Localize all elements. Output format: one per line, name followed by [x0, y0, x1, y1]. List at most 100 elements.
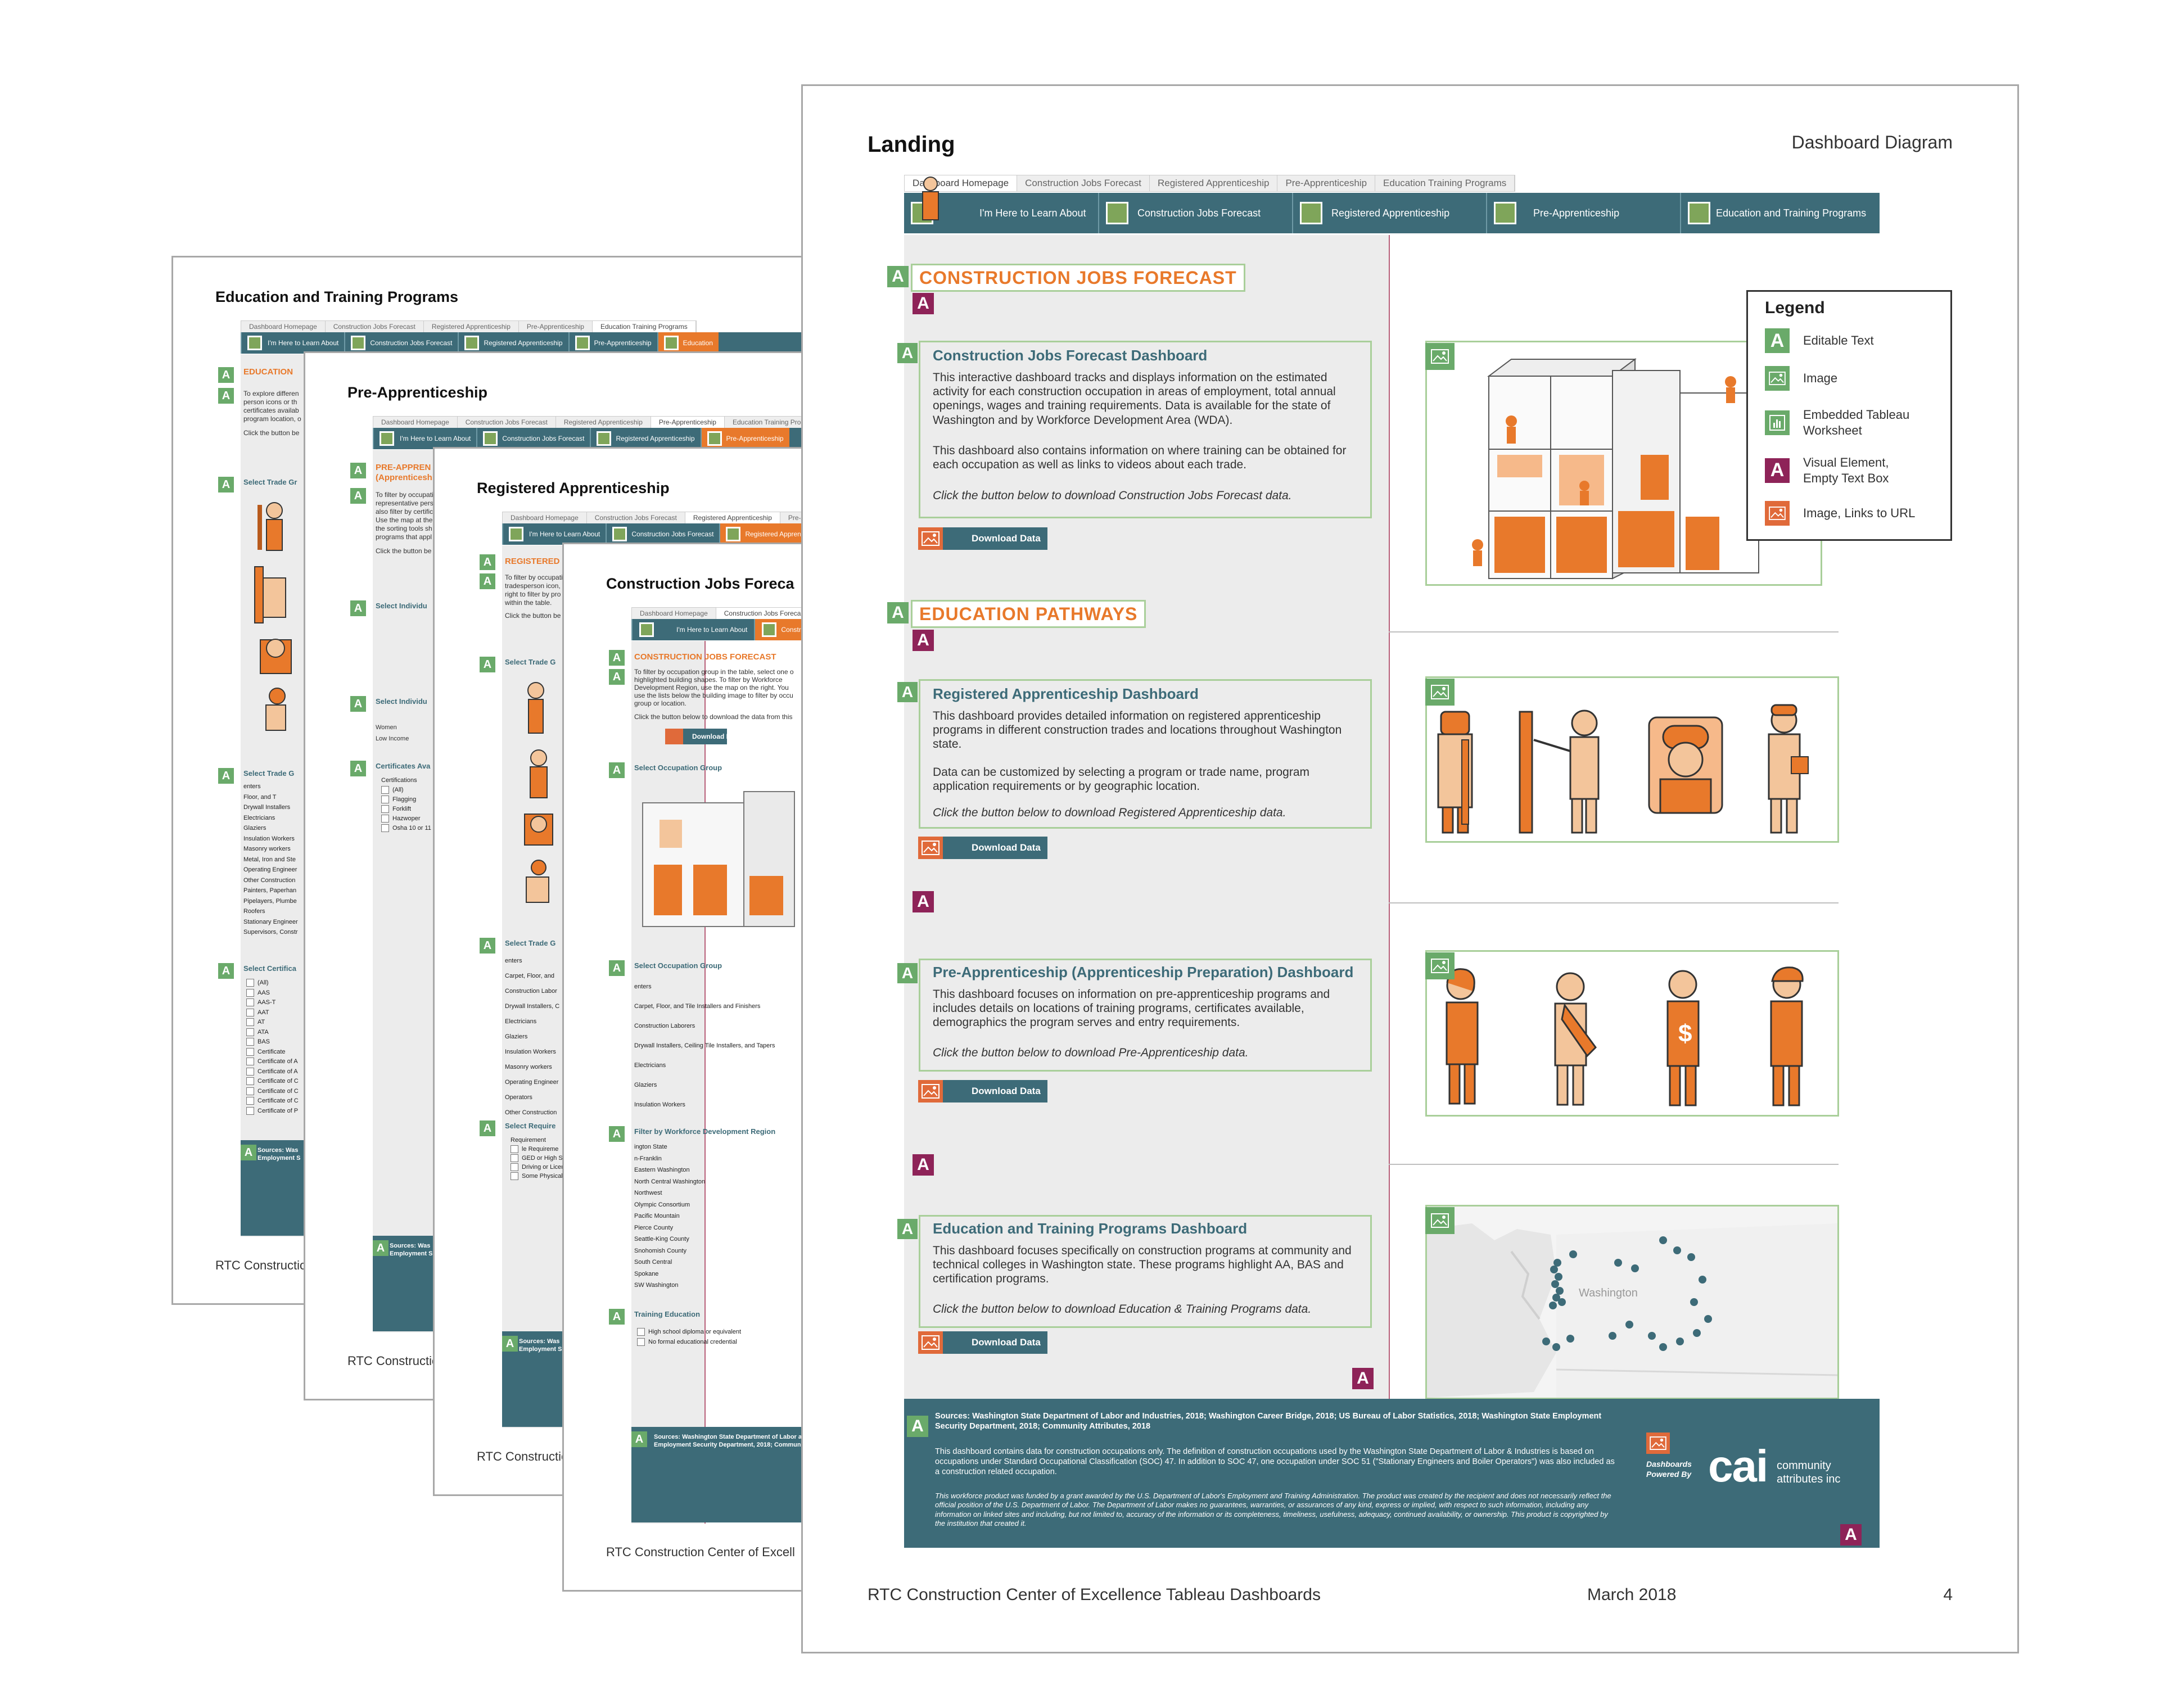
tab-construction-jobs-forecast[interactable]: Construction Jobs Forecast: [587, 512, 685, 523]
list-item[interactable]: Operating Engineer: [505, 1079, 559, 1086]
checkbox-item[interactable]: BAS: [246, 1037, 299, 1047]
nav-education-training[interactable]: Education and Training Programs: [1680, 193, 1880, 233]
list-item[interactable]: Operators: [505, 1094, 532, 1101]
checkbox-item[interactable]: AAT: [246, 1008, 299, 1018]
list-item[interactable]: Insulation Workers: [634, 1101, 685, 1108]
checkbox-item[interactable]: Certificate of C: [246, 1077, 299, 1087]
list-item[interactable]: Snohomish County: [634, 1247, 686, 1254]
list-item[interactable]: enters: [634, 983, 652, 990]
list-item[interactable]: Drywall Installers, C: [505, 1003, 560, 1010]
checkbox-item[interactable]: Certificate of A: [246, 1067, 299, 1077]
list-item[interactable]: North Central Washington: [634, 1178, 706, 1185]
list-item[interactable]: Roofers: [243, 908, 265, 915]
tab-registered-apprenticeship[interactable]: Registered Apprenticeship: [685, 512, 780, 523]
list-item[interactable]: South Central: [634, 1259, 672, 1266]
checkbox-item[interactable]: Certificate of C: [246, 1096, 299, 1106]
checkbox-item[interactable]: (All): [246, 978, 299, 988]
list-item[interactable]: Glaziers: [505, 1033, 528, 1040]
list-item[interactable]: Insulation Workers: [243, 835, 295, 842]
nav-learn-about[interactable]: I'm Here to Learn About: [502, 523, 606, 545]
list-item[interactable]: Stationary Engineer: [243, 918, 298, 925]
checkbox-item[interactable]: GED or High Sc: [511, 1154, 569, 1163]
nav-learn-about[interactable]: I'm Here to Learn About: [631, 619, 754, 640]
checkbox-item[interactable]: le Requireme: [511, 1145, 569, 1154]
list-item[interactable]: enters: [505, 957, 522, 964]
washington-map[interactable]: Washington: [1425, 1205, 1839, 1399]
checkbox-item[interactable]: Hazwoper: [381, 814, 431, 824]
tab-dashboard-homepage[interactable]: Dashboard Homepage: [503, 512, 587, 523]
tab-construction-jobs-forecast[interactable]: Construction Jobs Forecast: [716, 608, 815, 619]
checkbox-item[interactable]: Some Physical R: [511, 1172, 569, 1181]
list-item[interactable]: Electricians: [634, 1062, 666, 1069]
list-item[interactable]: Other Construction: [243, 876, 296, 884]
tab-registered-apprenticeship[interactable]: Registered Apprenticeship: [424, 321, 519, 332]
tab-registered-apprenticeship[interactable]: Registered Apprenticeship: [556, 417, 651, 428]
nav-registered-apprenticeship[interactable]: Registered Apprenticeship: [1292, 193, 1486, 233]
list-item[interactable]: Masonry workers: [243, 846, 291, 852]
nav-learn-about[interactable]: I'm Here to Learn About: [241, 332, 344, 354]
list-item[interactable]: Drywall Installers: [243, 804, 291, 811]
list-item[interactable]: Seattle-King County: [634, 1236, 689, 1242]
checkbox-item[interactable]: Certificate of A: [246, 1057, 299, 1067]
checkbox-item[interactable]: Forklift: [381, 805, 431, 814]
list-item[interactable]: Spokane: [634, 1270, 659, 1277]
list-item[interactable]: Women: [376, 724, 397, 731]
checkbox-item[interactable]: Driving or Licen: [511, 1163, 569, 1172]
checkbox-item[interactable]: Osha 10 or 11: [381, 824, 431, 833]
list-item[interactable]: Glaziers: [243, 825, 267, 832]
tab-dashboard-homepage[interactable]: Dashboard Homepage: [632, 608, 716, 619]
nav-construction-jobs[interactable]: Construction Jobs Forecast: [476, 428, 590, 449]
checkbox-item[interactable]: ATA: [246, 1028, 299, 1038]
tab-construction-jobs-forecast[interactable]: Construction Jobs Forecast: [458, 417, 556, 428]
list-item[interactable]: Low Income: [376, 735, 409, 742]
list-item[interactable]: Floor, and T: [243, 793, 277, 801]
list-item[interactable]: Drywall Installers, Ceiling Tile Install…: [634, 1042, 775, 1049]
nav-construction-jobs[interactable]: Construction Jobs Forecast: [344, 332, 458, 354]
nav-construction-jobs[interactable]: Construction Jobs Forecast: [606, 523, 719, 545]
list-item[interactable]: Pipelayers, Plumbe: [243, 897, 297, 905]
list-item[interactable]: Carpet, Floor, and Tile Installers and F…: [634, 1003, 761, 1010]
list-item[interactable]: Electricians: [243, 814, 275, 821]
tab-education-training[interactable]: Education Training Programs: [1375, 175, 1515, 191]
list-item[interactable]: Construction Labor: [505, 988, 557, 995]
list-item[interactable]: Painters, Paperhan: [243, 887, 297, 894]
tab-dashboard-homepage[interactable]: Dashboard Homepage: [241, 321, 326, 332]
list-item[interactable]: Metal, Iron and Ste: [243, 856, 296, 863]
checkbox-item[interactable]: AAS: [246, 988, 299, 998]
tab-construction-jobs-forecast[interactable]: Construction Jobs Forecast: [1017, 175, 1150, 191]
list-item[interactable]: Carpet, Floor, and: [505, 973, 555, 979]
list-item[interactable]: Olympic Consortium: [634, 1201, 690, 1208]
list-item[interactable]: Pierce County: [634, 1224, 674, 1231]
list-item[interactable]: Electricians: [505, 1018, 537, 1025]
nav-learn-about[interactable]: I'm Here to Learn About: [373, 428, 476, 449]
tab-dashboard-homepage[interactable]: Dashboard Homepage: [373, 417, 458, 428]
nav-pre-apprenticeship[interactable]: Pre-Apprenticeship: [700, 428, 789, 449]
nav-registered-apprenticeship[interactable]: Registered Apprenticeship: [590, 428, 700, 449]
list-item[interactable]: Eastern Washington: [634, 1167, 690, 1173]
list-item[interactable]: Other Construction: [505, 1109, 557, 1116]
tab-construction-jobs-forecast[interactable]: Construction Jobs Forecast: [326, 321, 424, 332]
list-item[interactable]: Operating Engineer: [243, 866, 297, 873]
list-item[interactable]: n-Franklin: [634, 1155, 662, 1162]
list-item[interactable]: ington State: [634, 1144, 667, 1150]
list-item[interactable]: Supervisors, Constr: [243, 929, 298, 936]
tab-education-training[interactable]: Education Training Programs: [592, 321, 696, 332]
list-item[interactable]: Insulation Workers: [505, 1049, 556, 1055]
list-item[interactable]: Masonry workers: [505, 1064, 552, 1070]
tab-pre-apprenticeship[interactable]: Pre-Apprenticeship: [1277, 175, 1376, 191]
list-item[interactable]: Construction Laborers: [634, 1023, 695, 1029]
nav-registered-apprenticeship[interactable]: Registered Apprenticeship: [458, 332, 568, 354]
checkbox-item[interactable]: No formal educational credential: [637, 1337, 741, 1347]
checkbox-item[interactable]: AAS-T: [246, 998, 299, 1008]
checkbox-item[interactable]: Certificate of C: [246, 1087, 299, 1097]
cai-logo[interactable]: Dashboards Powered By cai community attr…: [1646, 1433, 1857, 1500]
checkbox-item[interactable]: High school diploma or equivalent: [637, 1327, 741, 1337]
checkbox-item[interactable]: Certificate: [246, 1047, 299, 1058]
list-item[interactable]: Pacific Mountain: [634, 1213, 680, 1219]
nav-construction-jobs[interactable]: Construction Jobs Forecast: [1098, 193, 1292, 233]
tab-registered-apprenticeship[interactable]: Registered Apprenticeship: [1150, 175, 1278, 191]
tab-pre-apprenticeship[interactable]: Pre-Apprenticeship: [519, 321, 593, 332]
checkbox-item[interactable]: Flagging: [381, 795, 431, 805]
list-item[interactable]: enters: [243, 783, 261, 790]
checkbox-item[interactable]: Certificate of P: [246, 1106, 299, 1117]
